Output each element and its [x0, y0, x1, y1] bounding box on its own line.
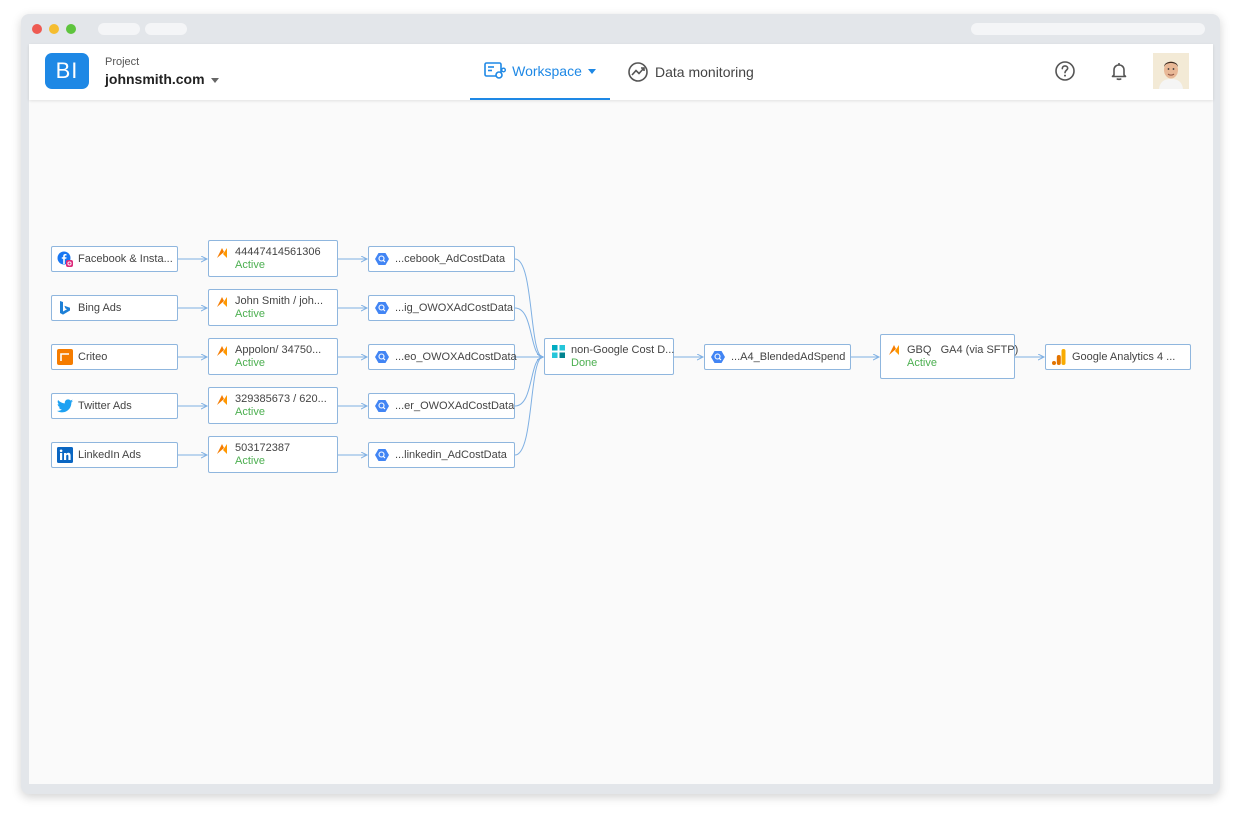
owox-connector-icon	[887, 343, 901, 357]
export-label: GBQ GA4 (via SFTP)	[907, 344, 1019, 356]
app-viewport: BI Project johnsmith.com Workspace	[29, 44, 1213, 784]
project-selector[interactable]: johnsmith.com	[105, 71, 219, 87]
pipeline-edges	[178, 100, 1213, 784]
source-node-twitter[interactable]: Twitter Ads	[51, 393, 178, 419]
bigquery-icon	[375, 448, 389, 462]
edge-table-to-blend	[514, 258, 543, 357]
criteo-icon	[57, 349, 73, 365]
status-badge: Active	[235, 357, 265, 369]
blended-table-node[interactable]: ...A4_BlendedAdSpend	[704, 344, 851, 370]
source-node-criteo[interactable]: Criteo	[51, 344, 178, 370]
table-label: ...cebook_AdCostData	[395, 253, 506, 265]
bell-icon[interactable]	[1108, 60, 1130, 82]
address-bar[interactable]	[971, 23, 1205, 35]
source-label: Bing Ads	[78, 302, 122, 314]
tab-workspace[interactable]: Workspace	[470, 44, 610, 100]
connector-label: John Smith / joh...	[235, 295, 324, 307]
close-window-icon[interactable]	[32, 24, 42, 34]
table-label: ...A4_BlendedAdSpend	[731, 351, 846, 363]
status-badge: Done	[571, 357, 598, 369]
project-label: Project	[105, 56, 140, 68]
source-node-bing[interactable]: Bing Ads	[51, 295, 178, 321]
table-node[interactable]: ...linkedin_AdCostData	[368, 442, 515, 468]
connector-node[interactable]: 329385673 / 620...Active	[208, 387, 338, 424]
owox-connector-icon	[215, 295, 229, 309]
app-logo[interactable]: BI	[45, 53, 89, 89]
table-node[interactable]: ...er_OWOXAdCostData	[368, 393, 515, 419]
minimize-window-icon[interactable]	[49, 24, 59, 34]
table-label: ...er_OWOXAdCostData	[395, 400, 515, 412]
edge-table-to-blend	[514, 357, 543, 456]
owox-connector-icon	[215, 344, 229, 358]
chevron-down-icon	[587, 68, 596, 74]
connector-node[interactable]: Appolon/ 34750...Active	[208, 338, 338, 375]
destination-node-ga4[interactable]: Google Analytics 4 ...	[1045, 344, 1191, 370]
connector-node[interactable]: John Smith / joh...Active	[208, 289, 338, 326]
connector-label: 329385673 / 620...	[235, 393, 327, 405]
owox-connector-icon	[215, 246, 229, 260]
twitter-icon	[57, 399, 73, 413]
avatar[interactable]	[1153, 53, 1189, 89]
owox-connector-icon	[215, 442, 229, 456]
tab-data-monitoring[interactable]: Data monitoring	[627, 44, 754, 100]
browser-titlebar	[21, 14, 1220, 44]
owox-connector-icon	[215, 393, 229, 407]
status-badge: Active	[235, 308, 265, 320]
browser-tab-placeholder[interactable]	[145, 23, 187, 35]
edge-table-to-blend	[514, 307, 543, 357]
table-label: ...ig_OWOXAdCostData	[395, 302, 513, 314]
edge-table-to-blend	[514, 357, 543, 407]
linkedin-icon	[57, 447, 73, 463]
status-badge: Active	[235, 406, 265, 418]
tab-data-monitoring-label: Data monitoring	[655, 64, 754, 80]
connector-label: Appolon/ 34750...	[235, 344, 322, 356]
table-node[interactable]: ...cebook_AdCostData	[368, 246, 515, 272]
table-node[interactable]: ...eo_OWOXAdCostData	[368, 344, 517, 370]
user-avatar-icon	[1153, 53, 1189, 89]
workspace-icon	[484, 62, 507, 79]
app-header: BI Project johnsmith.com Workspace	[29, 44, 1213, 100]
connector-label: 44447414561306	[235, 246, 321, 258]
source-label: LinkedIn Ads	[78, 449, 141, 461]
bigquery-icon	[375, 399, 389, 413]
google-analytics-icon	[1052, 349, 1066, 365]
blend-squares-icon	[551, 344, 565, 358]
bigquery-icon	[375, 350, 389, 364]
status-badge: Active	[907, 357, 937, 369]
export-node[interactable]: GBQ GA4 (via SFTP)Active	[880, 334, 1019, 379]
maximize-window-icon[interactable]	[66, 24, 76, 34]
browser-window: BI Project johnsmith.com Workspace	[21, 14, 1220, 794]
browser-tab-placeholder[interactable]	[98, 23, 140, 35]
chevron-down-icon	[210, 77, 219, 83]
tab-workspace-label: Workspace	[512, 63, 582, 79]
table-label: ...linkedin_AdCostData	[395, 449, 507, 461]
bigquery-icon	[375, 301, 389, 315]
destination-label: Google Analytics 4 ...	[1072, 351, 1176, 363]
connector-label: 503172387	[235, 442, 291, 454]
status-badge: Active	[235, 455, 265, 467]
bigquery-icon	[711, 350, 725, 364]
workspace-canvas: Facebook & Insta... Bing Ads Criteo Twit…	[29, 100, 1213, 784]
source-label: Twitter Ads	[78, 400, 132, 412]
bing-icon	[58, 301, 72, 315]
source-label: Facebook & Insta...	[78, 253, 173, 265]
source-node-facebook[interactable]: Facebook & Insta...	[51, 246, 178, 272]
source-node-linkedin[interactable]: LinkedIn Ads	[51, 442, 178, 468]
source-label: Criteo	[78, 351, 108, 363]
blend-node[interactable]: non-Google Cost D...Done	[544, 338, 674, 375]
facebook-instagram-icon	[57, 251, 73, 267]
table-node[interactable]: ...ig_OWOXAdCostData	[368, 295, 515, 321]
monitoring-chart-icon	[628, 62, 648, 82]
blend-label: non-Google Cost D...	[571, 344, 675, 356]
project-name: johnsmith.com	[105, 71, 205, 87]
table-label: ...eo_OWOXAdCostData	[395, 351, 517, 363]
status-badge: Active	[235, 259, 265, 271]
bigquery-icon	[375, 252, 389, 266]
help-circle-icon[interactable]	[1054, 60, 1076, 82]
